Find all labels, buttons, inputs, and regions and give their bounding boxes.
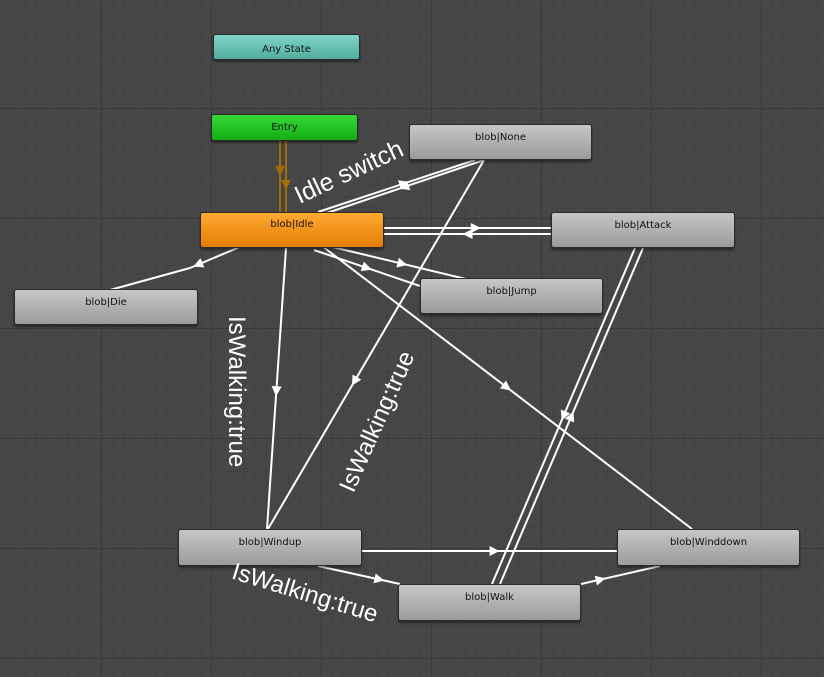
state-any-state[interactable]: Any State xyxy=(213,34,360,60)
state-walk-label: blob|Walk xyxy=(465,592,514,603)
transition-idle-to-none[interactable] xyxy=(317,159,476,213)
state-idle-label: blob|Idle xyxy=(270,219,314,230)
state-windup-label: blob|Windup xyxy=(238,537,302,548)
state-entry-label: Entry xyxy=(271,122,298,133)
state-entry[interactable]: Entry xyxy=(211,114,358,141)
state-attack-label: blob|Attack xyxy=(614,220,672,231)
transition-walk-to-winddown[interactable] xyxy=(580,565,661,585)
transition-idle-to-windup-arrowhead xyxy=(271,385,282,397)
transition-idle-to-jump-arrowhead xyxy=(396,257,408,268)
transition-jump-to-idle-arrowhead xyxy=(360,261,372,272)
state-any-state-label: Any State xyxy=(262,44,311,55)
annotation-iswalking-left: IsWalking:true xyxy=(223,316,250,468)
transition-arrowheads xyxy=(193,165,606,586)
state-winddown-label: blob|Winddown xyxy=(669,537,748,548)
transition-winddown-to-idle-arrowhead xyxy=(499,380,511,391)
state-die-label: blob|Die xyxy=(85,297,127,308)
transition-windup-to-walk[interactable] xyxy=(317,565,401,585)
transition-none-to-windup-arrowhead xyxy=(351,374,362,386)
state-idle[interactable]: blob|Idle xyxy=(200,212,384,248)
transition-none-to-windup[interactable] xyxy=(267,159,485,530)
transition-idle-to-die-b[interactable] xyxy=(109,267,191,291)
state-winddown[interactable]: blob|Winddown xyxy=(617,529,800,566)
transition-windup-to-walk-arrowhead xyxy=(373,573,385,584)
state-die[interactable]: blob|Die xyxy=(14,289,198,325)
transition-walk-to-attack-arrowhead xyxy=(564,411,575,423)
transition-idle-to-attack-arrowhead xyxy=(470,223,481,233)
state-none[interactable]: blob|None xyxy=(409,124,592,160)
transition-entry-to-idle-a-arrowhead xyxy=(275,165,285,176)
transition-none-to-idle-arrowhead xyxy=(399,180,411,191)
transition-idle-to-jump[interactable] xyxy=(319,243,471,281)
transition-walk-to-winddown-arrowhead xyxy=(594,575,606,586)
state-jump-label: blob|Jump xyxy=(486,286,537,297)
transition-attack-to-idle-arrowhead xyxy=(462,229,473,239)
transition-windup-to-winddown-arrowhead xyxy=(489,546,500,556)
state-attack[interactable]: blob|Attack xyxy=(551,212,735,248)
state-windup[interactable]: blob|Windup xyxy=(178,529,362,566)
state-none-label: blob|None xyxy=(474,132,527,143)
transition-entry-to-idle-b-arrowhead xyxy=(281,180,291,191)
state-walk[interactable]: blob|Walk xyxy=(398,584,581,621)
state-jump[interactable]: blob|Jump xyxy=(420,278,603,314)
transition-idle-to-die-arrowhead xyxy=(193,258,205,268)
transition-attack-to-walk-arrowhead xyxy=(560,409,571,421)
